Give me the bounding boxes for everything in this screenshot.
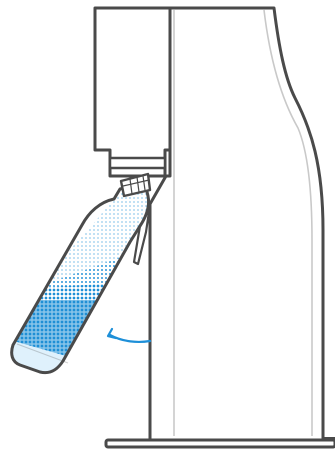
curved-arrow-left-icon xyxy=(106,327,152,343)
machine-body xyxy=(93,6,325,442)
water-bottle xyxy=(10,172,152,375)
